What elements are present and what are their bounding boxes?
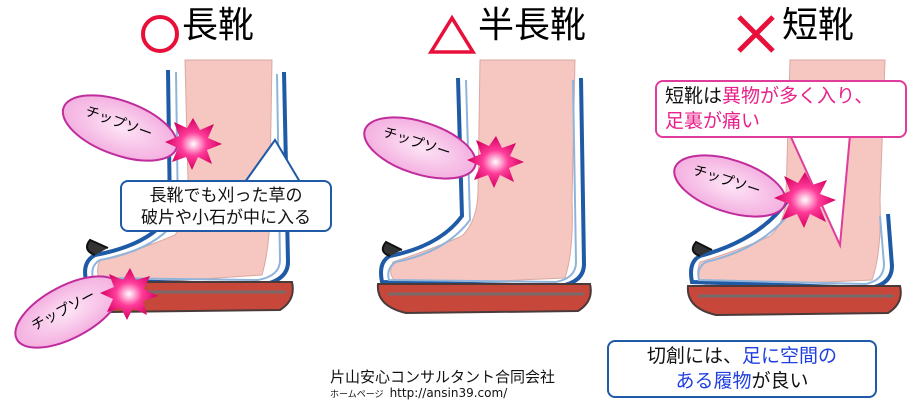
homepage-url[interactable]: http://ansin39.com/	[389, 386, 508, 400]
cut-protection-note: 切創には、足に空間の ある履物が良い	[607, 340, 877, 398]
title-half-boots: 半長靴	[478, 5, 587, 46]
note-highlight: 足裏が痛い	[665, 110, 761, 132]
note-text: 切創には、	[646, 345, 742, 367]
note-highlight: ある履物	[675, 370, 752, 392]
impact-spark-icon	[165, 118, 222, 170]
half-boot-illustration	[376, 59, 592, 315]
title-short-boots: 短靴	[782, 5, 855, 46]
impact-spark-icon	[774, 172, 836, 228]
circle-good-icon	[141, 15, 179, 53]
note-text: が良い	[751, 370, 809, 392]
homepage-line: ホームページ http://ansin39.com/	[330, 386, 507, 400]
note-text: 短靴は	[665, 85, 723, 107]
cross-bad-icon	[737, 15, 775, 53]
chainsaw-tag-right	[673, 154, 787, 218]
short-boots-note: 短靴は異物が多く入り、 足裏が痛い	[655, 80, 907, 138]
impact-spark-icon	[100, 268, 158, 320]
chainsaw-tag-middle	[363, 116, 477, 180]
company-name: 片山安心コンサルタント合同会社	[330, 368, 556, 386]
impact-spark-icon	[467, 136, 524, 188]
callout-line-2: 破片や小石が中に入る	[141, 208, 311, 228]
homepage-label: ホームページ	[330, 390, 384, 400]
title-long-boots: 長靴	[182, 5, 255, 46]
note-highlight: 足に空間の	[742, 345, 838, 367]
callout-long-boots: 長靴でも刈った草の 破片や小石が中に入る	[120, 180, 332, 232]
callout-line-1: 長靴でも刈った草の	[149, 186, 303, 206]
chainsaw-tag-left-top	[61, 94, 179, 162]
triangle-fair-icon	[427, 14, 477, 54]
note-highlight: 異物が多く入り、	[722, 85, 874, 107]
